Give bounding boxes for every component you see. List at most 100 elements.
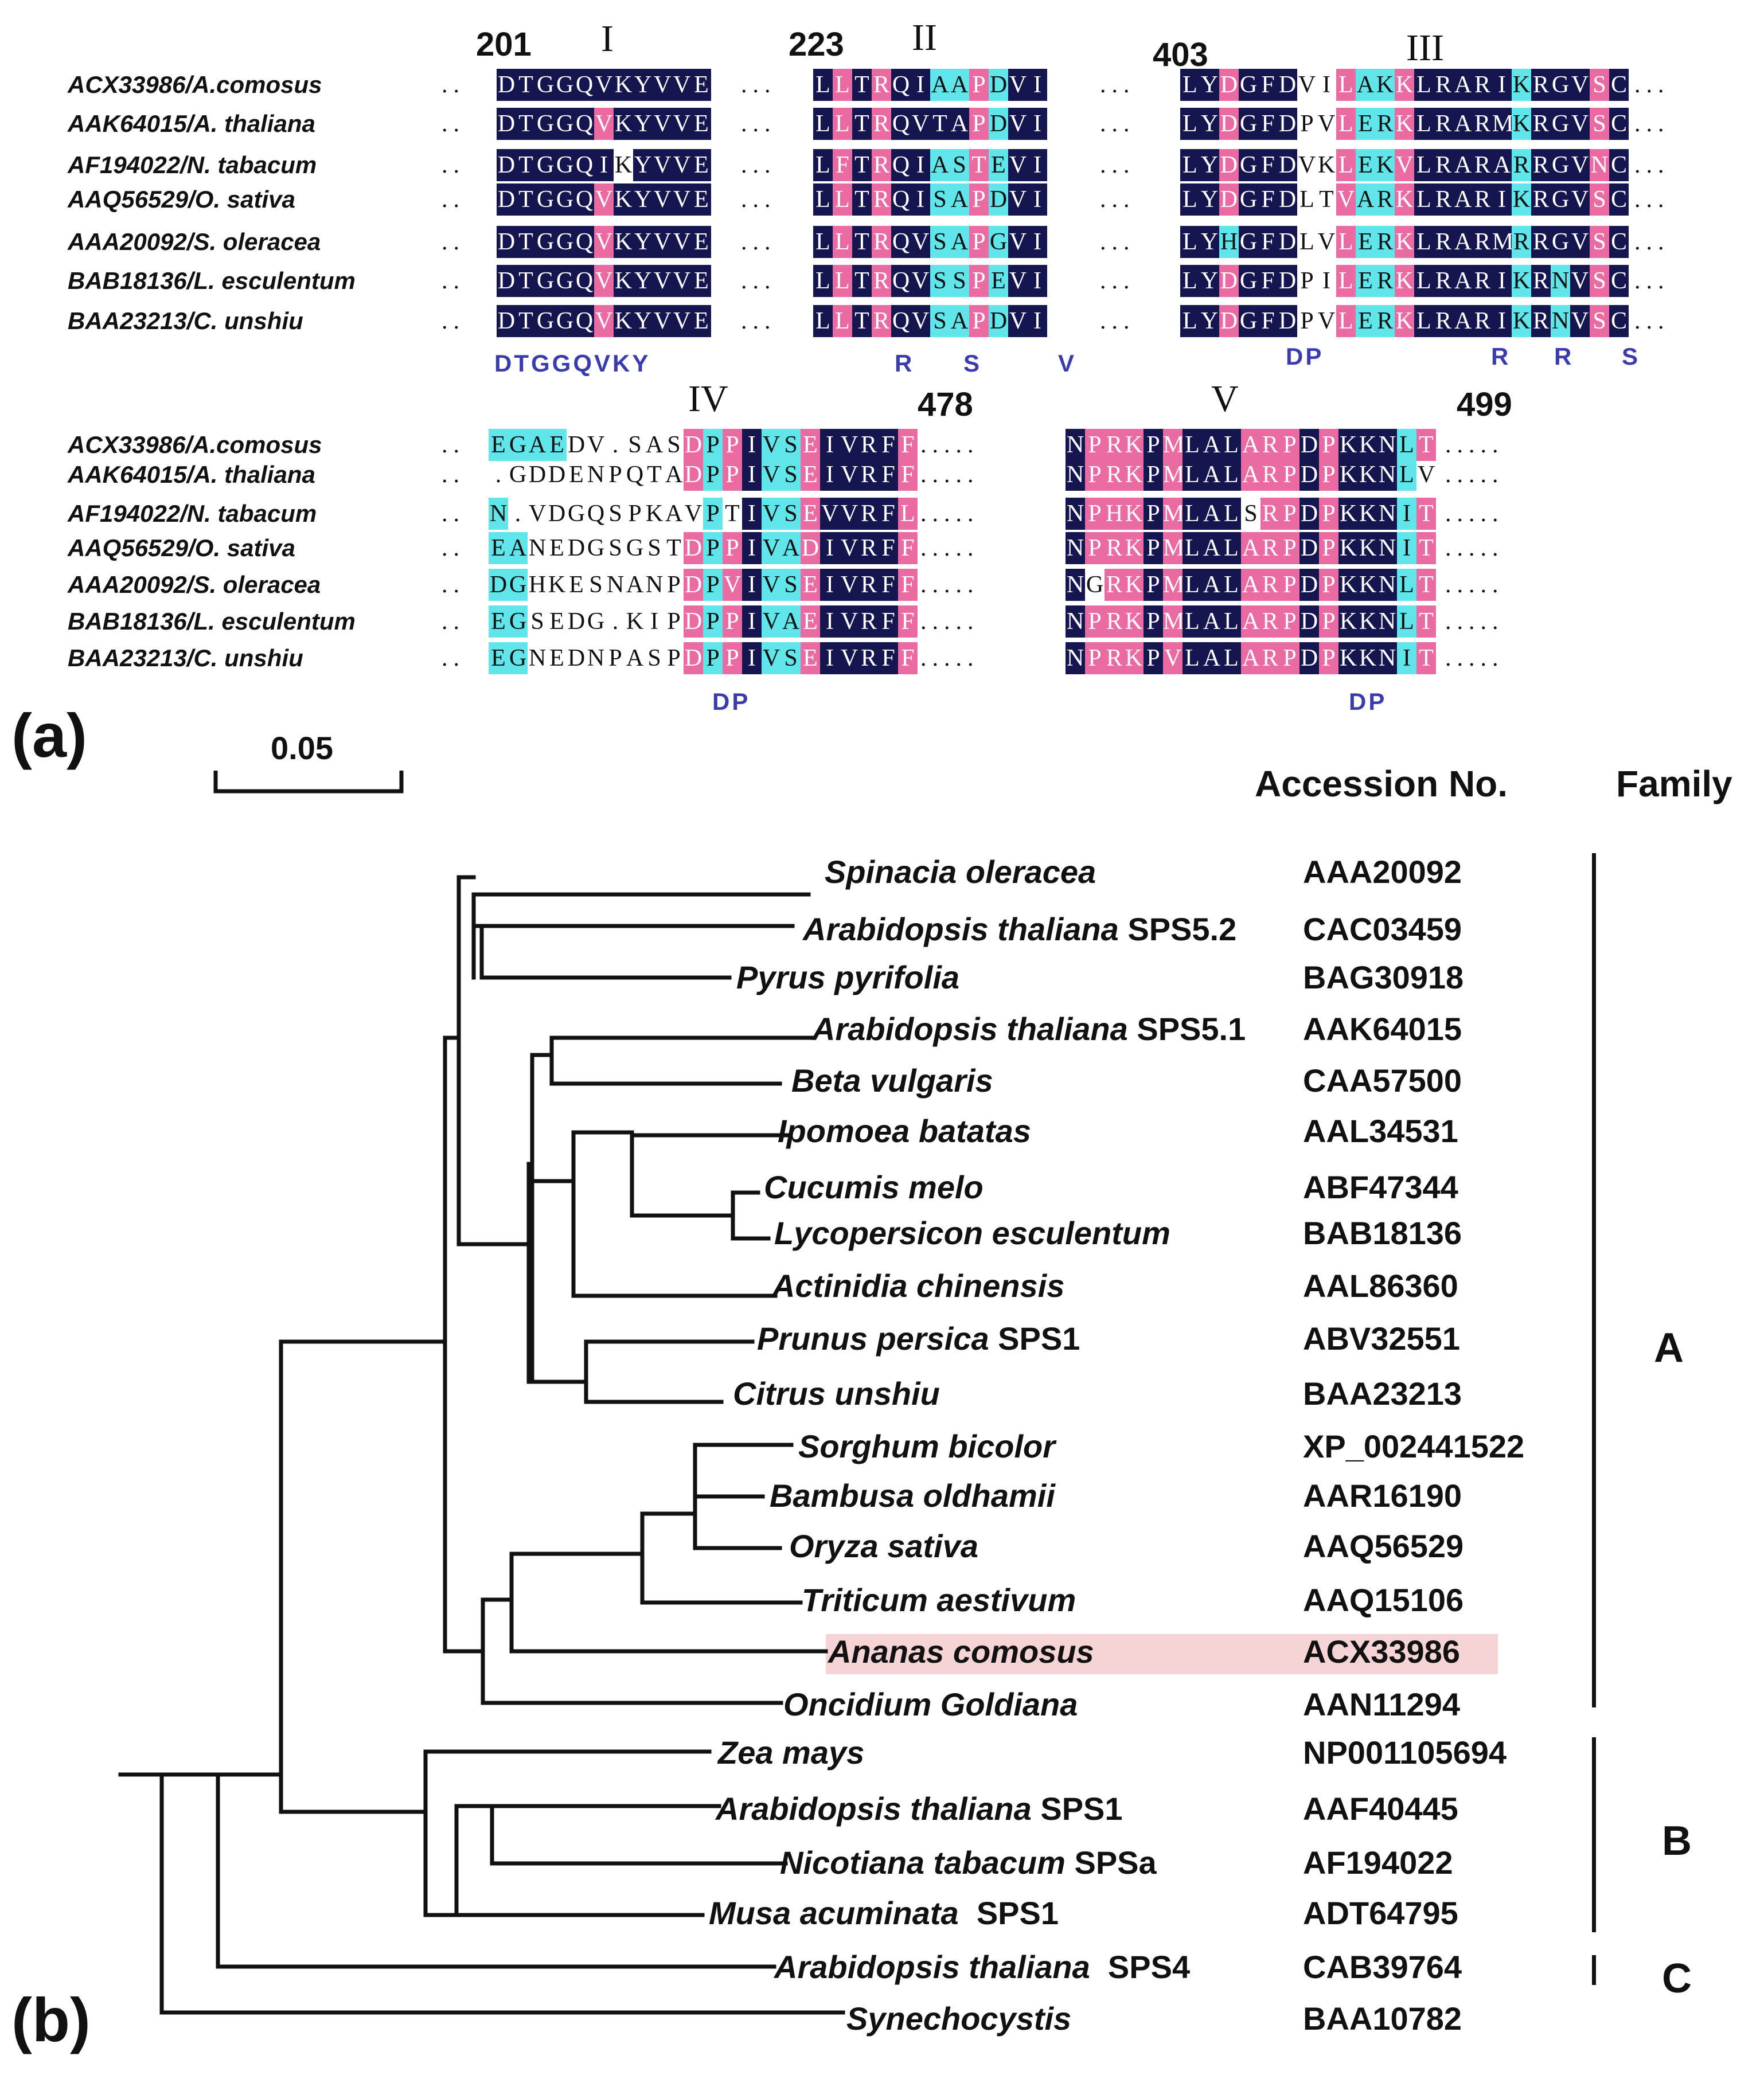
accession-number: CAB39764	[1303, 1949, 1462, 1985]
taxon-suffix: SPS1	[989, 1320, 1080, 1357]
residue: E	[1356, 226, 1375, 258]
residue: Q	[891, 305, 911, 337]
residue: L	[1180, 305, 1200, 337]
residue: V	[840, 532, 859, 564]
taxon-label: Ananas comosus	[828, 1633, 1094, 1670]
residue: C	[1609, 108, 1629, 140]
residue: K	[614, 265, 633, 297]
residue: L	[1336, 149, 1356, 181]
residue: K	[1512, 108, 1531, 140]
residue: R	[1434, 265, 1453, 297]
residue: N	[1066, 459, 1085, 491]
residue: D	[497, 265, 516, 297]
accession-number: AAF40445	[1303, 1791, 1458, 1827]
residue: L	[1336, 108, 1356, 140]
sequence-name-top: BAB18136/L. esculentum	[68, 267, 356, 294]
residue: T	[930, 108, 950, 140]
residue: A	[950, 305, 969, 337]
residue: L	[813, 305, 833, 337]
residue: V	[653, 149, 672, 181]
residue: S	[530, 608, 544, 635]
taxon-label: Actinidia chinensis	[772, 1267, 1064, 1304]
residue: G	[1551, 149, 1570, 181]
residue: R	[1375, 108, 1395, 140]
residue: R	[1105, 642, 1124, 674]
residue: V	[1336, 183, 1356, 216]
residue: V	[1417, 462, 1435, 488]
residue: K	[1395, 69, 1414, 101]
residue: I	[820, 459, 840, 491]
residue: R	[859, 498, 879, 530]
taxon-species: Arabidopsis thaliana	[812, 1011, 1128, 1047]
residue: Q	[575, 226, 594, 258]
residue: P	[1319, 642, 1338, 674]
residue: I	[1492, 305, 1512, 337]
residue: L	[1221, 459, 1241, 491]
residue: I	[820, 605, 840, 638]
residue: G	[555, 183, 575, 216]
residue: A	[950, 183, 969, 216]
residue: D	[1278, 305, 1297, 337]
gap-dots: .....	[1445, 645, 1504, 671]
residue: G	[508, 642, 528, 674]
residue: V	[1570, 149, 1590, 181]
residue: R	[1531, 305, 1551, 337]
residue: D	[989, 183, 1008, 216]
residue: F	[879, 459, 898, 491]
accession-number: BAG30918	[1303, 959, 1464, 995]
residue: R	[1260, 605, 1280, 638]
motif-IV: IV	[688, 378, 728, 420]
residue: D	[1278, 226, 1297, 258]
accession-number: AF194022	[1303, 1844, 1453, 1881]
residue: V	[840, 498, 859, 530]
residue: P	[1144, 498, 1163, 530]
scale-bar-label: 0.05	[271, 730, 333, 766]
taxon-suffix: SPS5.1	[1127, 1011, 1246, 1047]
residue: I	[820, 642, 840, 674]
residue: R	[1260, 498, 1280, 530]
residue: K	[614, 108, 633, 140]
residue: R	[1531, 69, 1551, 101]
residue: F	[898, 605, 918, 638]
residue: E	[692, 226, 711, 258]
residue: G	[555, 226, 575, 258]
residue: K	[1338, 429, 1358, 461]
residue: R	[1434, 183, 1453, 216]
residue: I	[1028, 265, 1047, 297]
residue: K	[1338, 459, 1358, 491]
residue: Y	[633, 265, 653, 297]
gap-dots: ..	[442, 268, 465, 294]
residue: V	[653, 305, 672, 337]
residue: E	[489, 429, 508, 461]
residue: P	[628, 501, 642, 527]
residue: Y	[1200, 149, 1219, 181]
residue: D	[548, 501, 566, 527]
taxon-species: Cucumis melo	[764, 1169, 984, 1205]
residue: G	[509, 462, 527, 488]
residue: G	[989, 226, 1008, 258]
residue: H	[1219, 226, 1239, 258]
residue: A	[1202, 569, 1221, 601]
residue: D	[528, 462, 547, 488]
residue: E	[801, 642, 820, 674]
residue: V	[528, 501, 547, 527]
residue: D	[684, 642, 703, 674]
residue: V	[1163, 642, 1182, 674]
residue: K	[1395, 265, 1414, 297]
residue: V	[672, 226, 692, 258]
residue: V	[1317, 229, 1336, 255]
residue: V	[840, 429, 859, 461]
residue: L	[1221, 642, 1241, 674]
residue: F	[879, 532, 898, 564]
residue: Y	[633, 108, 653, 140]
residue: T	[852, 226, 872, 258]
taxon-species: Ipomoea batatas	[778, 1113, 1031, 1149]
residue: Q	[575, 108, 594, 140]
residue: A	[1492, 149, 1512, 181]
residue: A	[1453, 183, 1473, 216]
residue: F	[1258, 183, 1278, 216]
residue: D	[1219, 305, 1239, 337]
taxon-label: Musa acuminata SPS1	[709, 1894, 1059, 1932]
